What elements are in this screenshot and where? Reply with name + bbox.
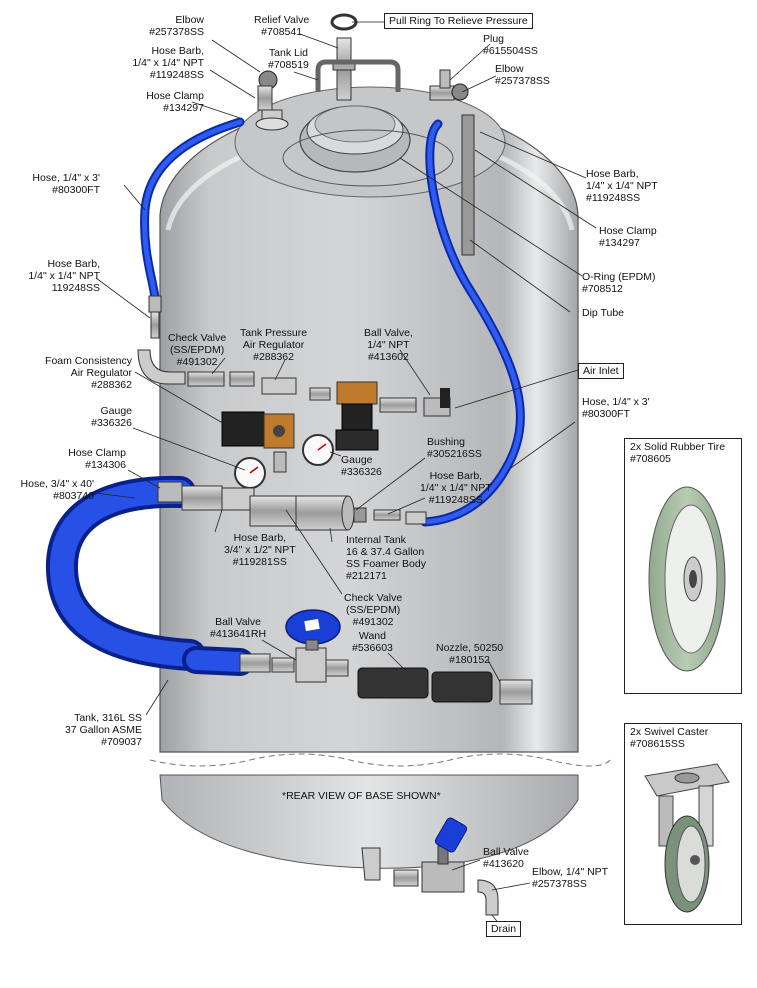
label-hose-barb-top-left: Hose Barb, 1/4" x 1/4" NPT #119248SS xyxy=(132,45,204,81)
label-check-valve-mid: Check Valve (SS/EPDM) #491302 xyxy=(344,592,403,628)
top-right-fittings xyxy=(429,69,475,256)
label-elbow-top-right: Elbow #257378SS xyxy=(495,63,550,87)
blue-hoses xyxy=(45,117,525,676)
label-bushing: Bushing #305216SS xyxy=(427,436,482,460)
label-hose-large: Hose, 3/4" x 40' #803740 xyxy=(20,478,94,502)
relief-valve xyxy=(330,13,358,101)
label-rear-view-note: *REAR VIEW OF BASE SHOWN* xyxy=(282,790,441,802)
label-tank-pressure-regulator: Tank Pressure Air Regulator #288362 xyxy=(240,327,308,363)
label-hose-barb-large: Hose Barb, 3/4" x 1/2" NPT #119281SS xyxy=(224,532,296,568)
label-ball-valve-drain: Ball Valve #413620 xyxy=(483,846,529,870)
label-hose-barb-right-top: Hose Barb, 1/4" x 1/4" NPT #119248SS xyxy=(586,168,658,204)
left-hose-barb xyxy=(137,295,186,385)
label-hose-clamp-large: Hose Clamp #134306 xyxy=(68,447,126,471)
label-elbow-top-left: Elbow #257378SS xyxy=(149,14,204,38)
label-hose-barb-left-mid: Hose Barb, 1/4" x 1/4" NPT 119248SS xyxy=(28,258,100,294)
foamer-body xyxy=(157,481,427,531)
label-drain: Drain xyxy=(486,921,522,937)
ball-valve-row xyxy=(239,609,533,705)
label-ball-valve-top: Ball Valve, 1/4" NPT #413602 xyxy=(364,327,413,363)
top-fitting-row xyxy=(187,371,451,417)
top-left-fittings xyxy=(255,70,289,131)
tire-inset xyxy=(624,438,742,694)
label-hose-clamp-top-left: Hose Clamp #134297 xyxy=(146,90,204,114)
foam-regulator xyxy=(221,411,295,449)
label-hose-clamp-right: Hose Clamp #134297 xyxy=(599,225,657,249)
label-hose-left: Hose, 1/4" x 3' #80300FT xyxy=(32,172,100,196)
label-pull-ring: Pull Ring To Relieve Pressure xyxy=(384,13,533,29)
label-gauge-right: Gauge #336326 xyxy=(341,454,382,478)
label-tank-lid: Tank Lid #708519 xyxy=(268,47,309,71)
label-gauge-left: Gauge #336326 xyxy=(91,405,132,429)
label-tire: 2x Solid Rubber Tire #708605 xyxy=(630,441,726,465)
tank-pressure-regulator xyxy=(335,381,379,451)
label-elbow-drain: Elbow, 1/4" NPT #257378SS xyxy=(532,866,609,890)
label-plug: Plug #615504SS xyxy=(483,33,538,57)
swivel-caster-icon xyxy=(644,763,730,913)
lid-handle xyxy=(315,59,401,92)
leader-lines xyxy=(94,21,597,926)
label-hose-right: Hose, 1/4" x 3' #80300FT xyxy=(582,396,650,420)
gauges xyxy=(234,434,334,489)
rubber-tire-icon xyxy=(648,486,726,672)
label-caster: 2x Swivel Caster #708615SS xyxy=(630,726,709,750)
label-wand: Wand #536603 xyxy=(352,630,393,654)
label-dip-tube: Dip Tube xyxy=(582,307,625,319)
label-check-valve-top: Check Valve (SS/EPDM) #491302 xyxy=(168,332,227,368)
label-ball-valve-rh: Ball Valve #413641RH xyxy=(210,616,267,640)
label-o-ring: O-Ring (EPDM) #708512 xyxy=(582,271,656,295)
drain-fittings xyxy=(361,817,499,916)
tank-break xyxy=(140,753,620,768)
label-relief-valve: Relief Valve #708541 xyxy=(254,14,310,38)
caster-inset xyxy=(624,723,742,925)
label-nozzle: Nozzle, 50250 #180152 xyxy=(436,642,504,666)
label-foamer-body: Internal Tank 16 & 37.4 Gallon SS Foamer… xyxy=(346,534,426,582)
label-hose-barb-mid-right: Hose Barb, 1/4" x 1/4" NPT #119248SS xyxy=(420,470,492,506)
label-tank: Tank, 316L SS 37 Gallon ASME #709037 xyxy=(64,712,142,748)
label-foam-regulator: Foam Consistency Air Regulator #288362 xyxy=(45,355,132,391)
label-air-inlet: Air Inlet xyxy=(578,363,624,379)
